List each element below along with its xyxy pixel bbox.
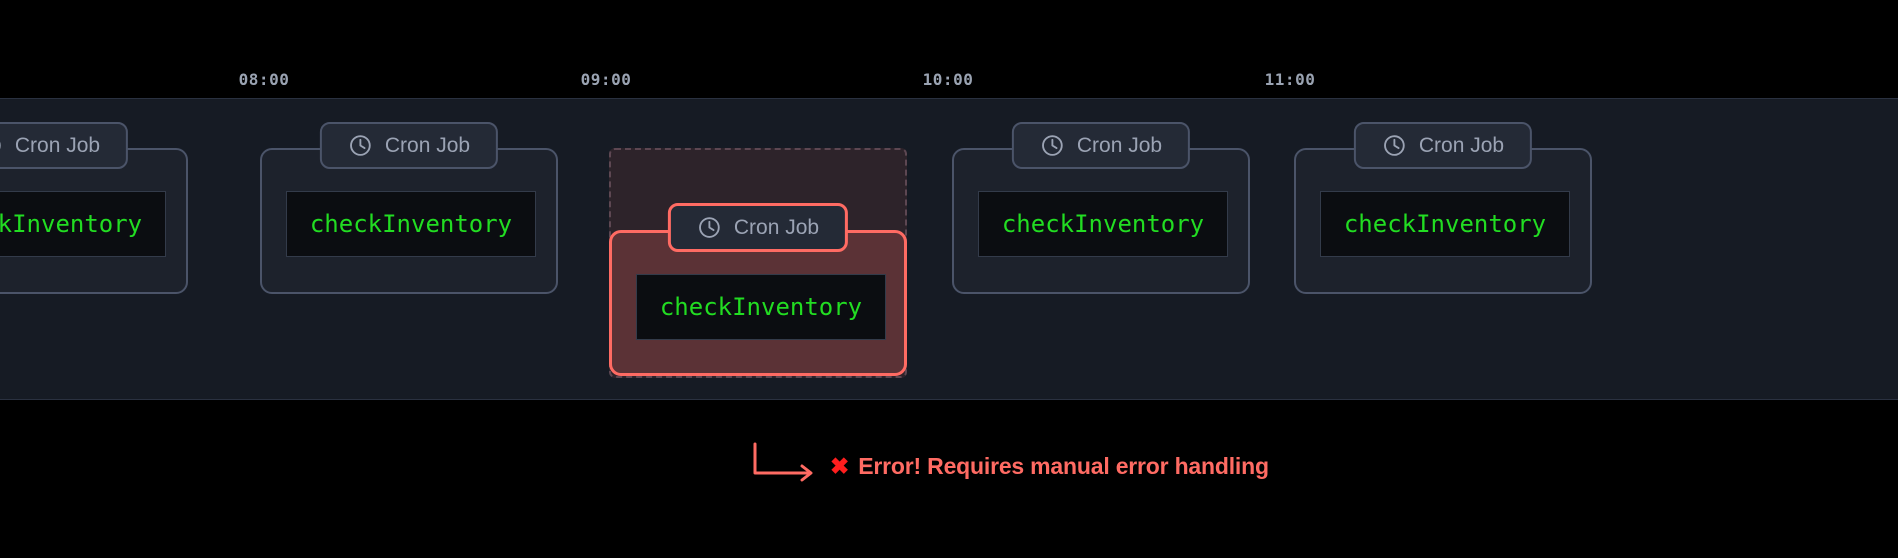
cron-job-code-box: checkInventory <box>0 191 166 257</box>
cron-job-badge-label: Cron Job <box>733 216 820 239</box>
cron-job-badge-label: Cron Job <box>1418 134 1505 157</box>
cron-job-badge[interactable]: Cron Job <box>1011 122 1191 169</box>
cron-job-code-box: checkInventory <box>978 191 1228 257</box>
cron-job-slot[interactable]: Cron Job checkInventory <box>1294 122 1592 294</box>
cron-job-code-text: checkInventory <box>1001 210 1205 238</box>
cron-job-code-text: checkInventory <box>659 293 863 321</box>
cron-job-card[interactable]: Cron Job checkInventory <box>260 122 558 294</box>
cron-job-card-error[interactable]: Cron Job checkInventory <box>609 203 907 376</box>
time-ruler: 08:00 09:00 10:00 11:00 <box>0 70 1898 98</box>
callout-arrow-icon <box>753 442 813 482</box>
cron-job-badge[interactable]: Cron Job <box>319 122 499 169</box>
clock-icon <box>697 215 722 240</box>
cron-job-badge-label: Cron Job <box>14 134 101 157</box>
error-x-icon: ✖ <box>830 452 850 479</box>
cron-job-error-slot[interactable]: Cron Job checkInventory <box>609 148 907 378</box>
clock-icon <box>0 133 3 158</box>
error-message: ✖ Error! Requires manual error handling <box>830 452 1269 479</box>
error-message-text: Error! Requires manual error handling <box>858 452 1269 479</box>
clock-icon <box>1382 133 1407 158</box>
cron-job-badge[interactable]: Cron Job <box>0 122 129 169</box>
cron-job-code-text: checkInventory <box>1343 210 1547 238</box>
clock-icon <box>1040 133 1065 158</box>
time-tick-label: 09:00 <box>580 70 632 89</box>
clock-icon <box>348 133 373 158</box>
cron-job-card[interactable]: Cron Job checkInventory <box>0 122 188 294</box>
cron-job-card[interactable]: Cron Job checkInventory <box>1294 122 1592 294</box>
cron-job-code-text: checkInventory <box>309 210 513 238</box>
time-tick-label: 10:00 <box>922 70 974 89</box>
time-tick-label: 08:00 <box>238 70 290 89</box>
cron-job-code-box: checkInventory <box>636 274 886 340</box>
time-tick-label: 11:00 <box>1264 70 1316 89</box>
cron-job-badge[interactable]: Cron Job <box>1353 122 1533 169</box>
cron-job-code-box: checkInventory <box>1320 191 1570 257</box>
cron-job-code-text: checkInventory <box>0 210 143 238</box>
cron-job-badge[interactable]: Cron Job <box>667 203 849 252</box>
cron-job-slot[interactable]: Cron Job checkInventory <box>0 122 188 294</box>
cron-job-badge-label: Cron Job <box>1076 134 1163 157</box>
cron-job-card[interactable]: Cron Job checkInventory <box>952 122 1250 294</box>
cron-job-badge-label: Cron Job <box>384 134 471 157</box>
cron-job-slot[interactable]: Cron Job checkInventory <box>260 122 558 294</box>
cron-job-code-box: checkInventory <box>286 191 536 257</box>
cron-job-slot[interactable]: Cron Job checkInventory <box>952 122 1250 294</box>
error-callout: ✖ Error! Requires manual error handling <box>752 442 1269 490</box>
